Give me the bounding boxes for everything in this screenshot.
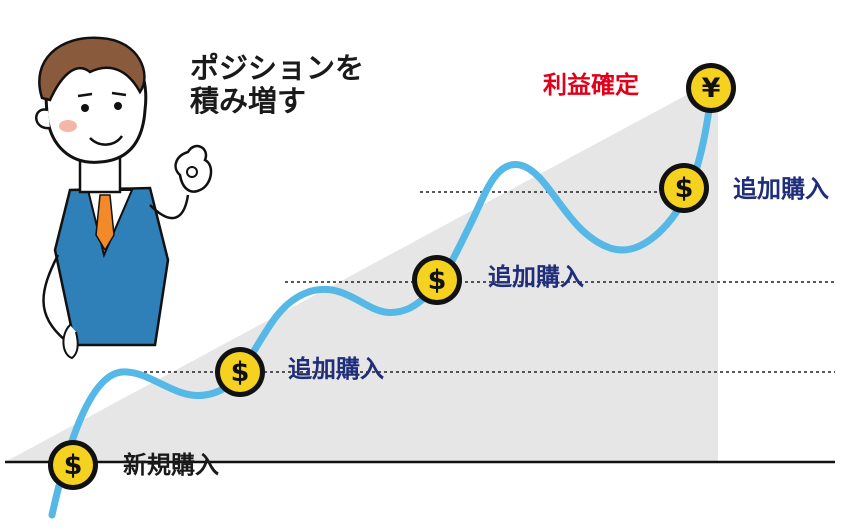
headline: ポジションを 積み増す [190, 51, 365, 119]
headline-line-1: ポジションを [190, 51, 365, 85]
coin-additional-buy-2 [412, 255, 462, 305]
additional-buy-label-3: 追加購入 [733, 175, 829, 203]
yen-icon: ¥ [702, 73, 721, 104]
businessman-illustration [35, 36, 213, 360]
dollar-icon: $ [428, 265, 447, 296]
headline-line-2: 積み増す [190, 84, 307, 119]
dollar-icon: $ [675, 173, 694, 204]
dollar-icon: $ [231, 357, 250, 388]
initial-buy-label: 新規購入 [123, 451, 219, 479]
additional-buy-label-1: 追加購入 [288, 355, 384, 383]
coin-take-profit [686, 63, 736, 113]
additional-buy-label-2: 追加購入 [488, 263, 584, 291]
price-line [48, 84, 716, 519]
coin-additional-buy-1 [215, 347, 265, 397]
dollar-icon: $ [64, 450, 83, 481]
coin-initial-buy [48, 440, 98, 490]
coin-additional-buy-3 [659, 163, 709, 213]
take-profit-label: 利益確定 [543, 71, 639, 99]
